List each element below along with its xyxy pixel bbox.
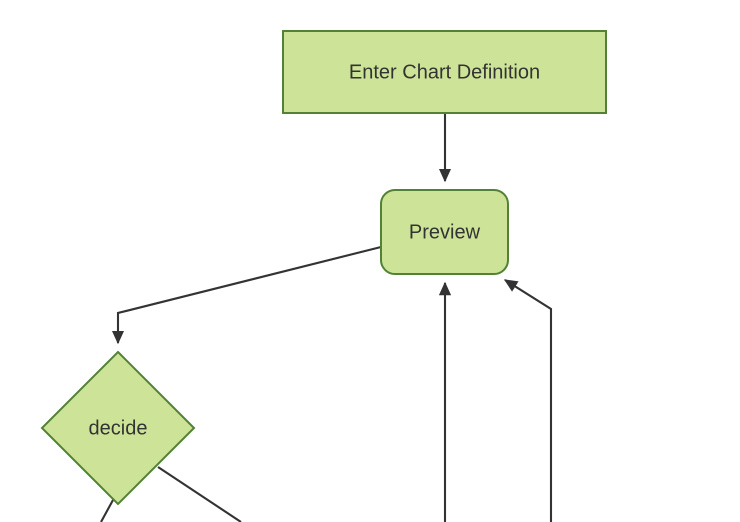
edge-preview-to-decide	[111, 245, 382, 345]
node-preview[interactable]: Preview	[380, 189, 509, 275]
node-preview-shape[interactable]	[380, 189, 509, 275]
node-layer: Enter Chart Definition Preview decide	[40, 30, 607, 506]
edge-bottom-right-to-preview	[503, 279, 553, 522]
node-decide[interactable]: decide	[40, 350, 196, 506]
edge-decide-bottom-right	[157, 466, 242, 522]
node-enter-chart-definition[interactable]: Enter Chart Definition	[282, 30, 607, 114]
node-decide-label: decide	[89, 417, 148, 439]
edge-decide-bottom-left	[100, 499, 114, 522]
node-decide-shape[interactable]	[40, 350, 196, 506]
edge-layer	[100, 113, 553, 522]
node-preview-label: Preview	[409, 221, 481, 243]
node-enter-chart-definition-label: Enter Chart Definition	[349, 61, 540, 83]
node-enter-chart-definition-shape[interactable]	[282, 30, 607, 114]
